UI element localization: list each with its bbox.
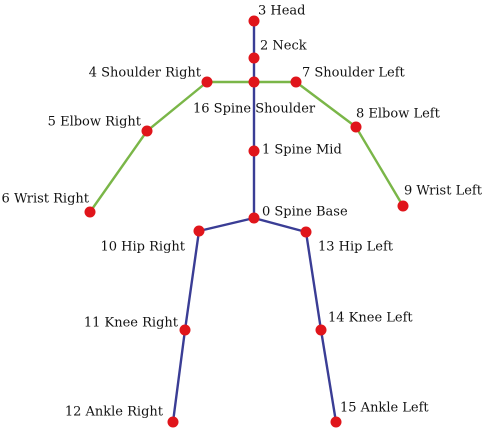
joint-shoulder-right <box>201 76 213 88</box>
bone-spine-base-to-hip-right <box>197 216 256 233</box>
joint-label-elbow-right: 5 Elbow Right <box>48 115 142 130</box>
joint-label-shoulder-left: 7 Shoulder Left <box>302 66 406 81</box>
joint-spine-base <box>248 212 260 224</box>
joint-neck <box>248 52 260 64</box>
joint-elbow-left <box>350 121 362 133</box>
bone-knee-right-to-ankle-right <box>171 328 187 424</box>
joint-label-wrist-left: 9 Wrist Left <box>404 184 483 199</box>
joint-label-ankle-left: 15 Ankle Left <box>340 401 429 416</box>
joint-label-hip-right: 10 Hip Right <box>101 240 186 255</box>
joint-label-shoulder-right: 4 Shoulder Right <box>89 66 202 81</box>
joint-elbow-right <box>141 125 153 137</box>
bone-spine-base-to-hip-left <box>252 216 308 234</box>
joint-knee-left <box>315 324 327 336</box>
joint-label-hip-left: 13 Hip Left <box>318 240 394 255</box>
joint-head <box>248 15 260 27</box>
labels-layer: 0 Spine Base 1 Spine Mid 2 Neck 3 Head 4 Sho… <box>2 4 483 420</box>
joint-knee-right <box>179 324 191 336</box>
joint-spine-shoulder <box>248 76 260 88</box>
joints-layer <box>84 15 409 428</box>
bone-shoulder-left-to-elbow-left <box>294 80 358 129</box>
joint-shoulder-left <box>290 76 302 88</box>
joint-label-wrist-right: 6 Wrist Right <box>2 192 90 207</box>
joint-spine-mid <box>248 145 260 157</box>
joint-label-spine-base: 0 Spine Base <box>262 205 348 220</box>
joint-hip-left <box>300 226 312 238</box>
joint-label-knee-right: 11 Knee Right <box>84 316 179 331</box>
joint-label-ankle-right: 12 Ankle Right <box>65 405 164 420</box>
joint-ankle-right <box>167 416 179 428</box>
joint-label-head: 3 Head <box>258 4 306 19</box>
joint-ankle-left <box>330 416 342 428</box>
joint-label-knee-left: 14 Knee Left <box>328 311 413 326</box>
bone-knee-left-to-ankle-left <box>319 328 338 424</box>
joint-label-spine-mid: 1 Spine Mid <box>262 143 342 158</box>
bone-elbow-left-to-wrist-left <box>354 125 405 208</box>
joint-label-neck: 2 Neck <box>260 39 307 54</box>
joint-label-elbow-left: 8 Elbow Left <box>356 107 441 122</box>
joint-wrist-right <box>84 206 96 218</box>
bones-layer <box>88 19 405 424</box>
joint-hip-right <box>193 225 205 237</box>
bone-hip-right-to-knee-right <box>183 229 201 332</box>
bone-shoulder-right-to-elbow-right <box>145 80 209 133</box>
joint-wrist-left <box>397 200 409 212</box>
bone-elbow-right-to-wrist-right <box>88 129 149 214</box>
bone-hip-left-to-knee-left <box>304 230 323 332</box>
joint-label-spine-shoulder: 16 Spine Shoulder <box>193 102 316 117</box>
